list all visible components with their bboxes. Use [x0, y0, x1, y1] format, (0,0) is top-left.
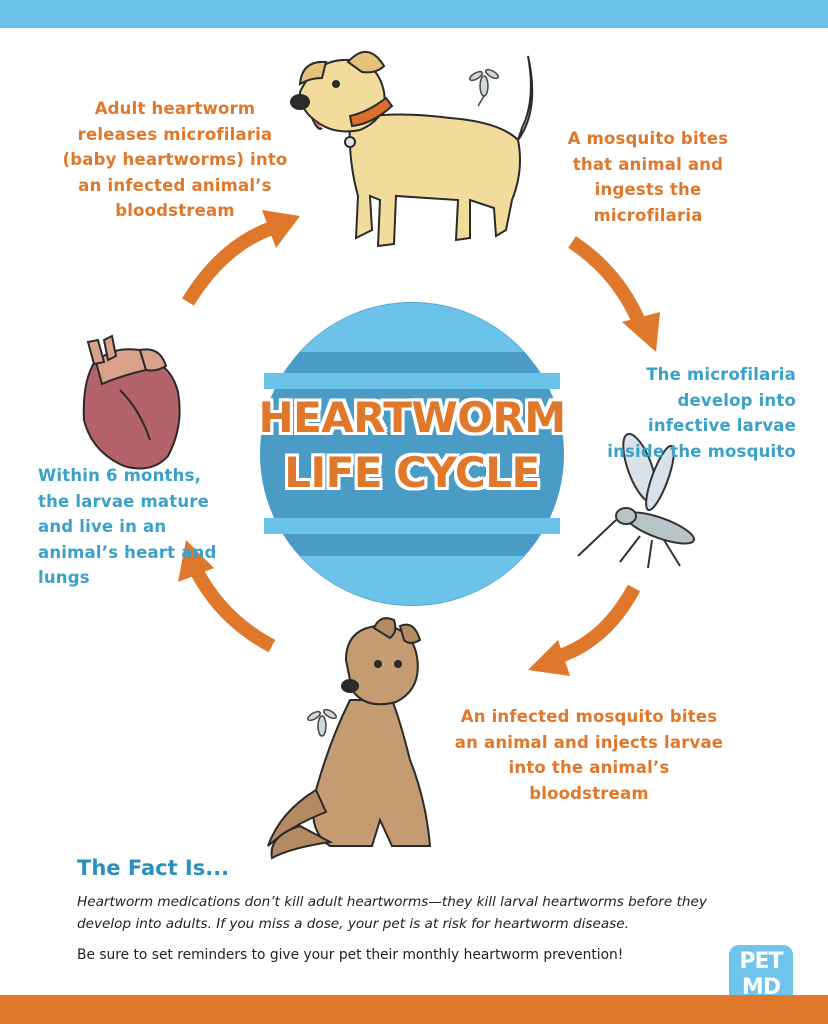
step-larvae-develop: The microfilaria develop into infective …	[607, 365, 796, 461]
logo-text-top: PET	[739, 949, 783, 974]
cycle-arrow-icon	[568, 236, 660, 352]
mosquito-icon	[469, 68, 499, 107]
cycle-arrow-icon	[178, 540, 276, 653]
yellow-dog-icon	[290, 51, 534, 248]
title-line-1: HEARTWORM	[258, 393, 566, 442]
step-adult-heartworm: Adult heartworm releases microfilaria (b…	[62, 99, 288, 220]
mosquito-icon	[307, 708, 337, 737]
center-circle	[260, 302, 564, 606]
title-line-2: LIFE CYCLE	[284, 448, 540, 497]
step-infected-mosquito: An infected mosquito bites an animal and…	[454, 707, 724, 803]
heart-icon	[82, 334, 181, 470]
step-mosquito-bites: A mosquito bites that animal and ingests…	[567, 129, 729, 225]
cycle-arrow-icon	[528, 584, 641, 676]
step-larvae-mature: Within 6 months, the larvae mature and l…	[38, 466, 217, 587]
fact-heading: The Fact Is...	[77, 856, 230, 880]
brown-dog-icon	[267, 617, 432, 860]
mosquito-icon	[577, 432, 696, 569]
top-banner	[0, 0, 828, 28]
fact-body: Heartworm medications don’t kill adult h…	[77, 894, 707, 932]
bottom-banner	[0, 995, 828, 1024]
cycle-arrow-icon	[182, 210, 300, 306]
reminder-text: Be sure to set reminders to give your pe…	[77, 947, 624, 963]
